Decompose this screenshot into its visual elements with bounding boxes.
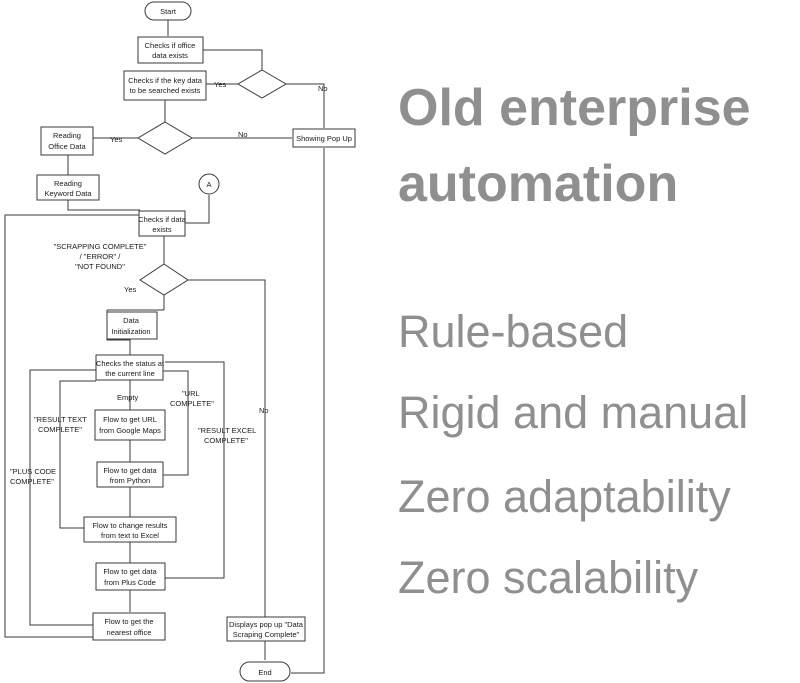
- data-init-line2: Initialization: [111, 327, 150, 336]
- reading-office-line1: Reading: [53, 131, 81, 140]
- bullet-rigid-manual: Rigid and manual: [398, 387, 749, 438]
- flow-url-box: [94, 409, 166, 441]
- reading-office-line2: Office Data: [48, 142, 86, 151]
- url-complete-line1: "URL: [182, 389, 200, 398]
- headline-line-2: automation: [398, 155, 679, 213]
- flow-python-line2: from Python: [110, 476, 150, 485]
- decision-data-exists: [139, 263, 189, 296]
- flow-office-line2: nearest office: [107, 628, 152, 637]
- flow-office-line1: Flow to get the: [104, 617, 153, 626]
- headline-line-1: Old enterprise: [398, 79, 751, 137]
- decision-key-data: [137, 121, 193, 155]
- check-key-line1: Checks if the key data: [128, 76, 203, 85]
- decision-office-data: [237, 69, 287, 99]
- flow-plus-line2: from Plus Code: [104, 578, 156, 587]
- check-office-line1: Checks if office: [145, 41, 196, 50]
- reading-keyword-line1: Reading: [54, 179, 82, 188]
- start-terminator: [144, 1, 192, 21]
- url-complete-line2: COMPLETE": [170, 399, 214, 408]
- check-data-box: [138, 210, 186, 237]
- connector-a: [198, 173, 220, 195]
- displays-popup-box: [226, 616, 306, 642]
- result-text-line1: "RESULT TEXT: [34, 415, 87, 424]
- reading-keyword-line2: Keyword Data: [44, 189, 92, 198]
- loop-label-line2: / "ERROR" /: [80, 252, 122, 261]
- result-excel-line2: COMPLETE": [204, 436, 248, 445]
- check-office-line2: data exists: [152, 51, 188, 60]
- check-data-line1: Checks if data: [138, 215, 186, 224]
- end-label: End: [258, 668, 271, 677]
- edge-label-yes-1: Yes: [214, 80, 226, 89]
- check-office-box: [137, 36, 204, 64]
- displays-popup-line2: Scraping Complete": [233, 630, 300, 639]
- flow-plus-box: [95, 562, 166, 591]
- reading-office-box: [40, 126, 94, 156]
- edge-label-empty: Empty: [117, 393, 139, 402]
- showing-popup-label: Showing Pop Up: [296, 134, 352, 143]
- check-status-line1: Checks the status at: [96, 359, 165, 368]
- data-init-line1: Data: [123, 316, 140, 325]
- flow-plus-line1: Flow to get data: [103, 567, 157, 576]
- bullet-zero-scalability: Zero scalability: [398, 552, 699, 603]
- showing-popup-box: [292, 128, 356, 148]
- flow-excel-line1: Flow to change results: [92, 521, 167, 530]
- flow-python-box: [96, 461, 164, 488]
- edge-label-yes-3: Yes: [124, 285, 136, 294]
- flow-office-box: [92, 612, 166, 641]
- check-key-box: [123, 70, 207, 101]
- flowchart: Start End A Checks if office data exists…: [4, 1, 356, 682]
- flow-url-line1: Flow to get URL: [103, 415, 157, 424]
- edge-label-yes-2: Yes: [110, 135, 122, 144]
- flow-excel-box: [83, 516, 177, 543]
- flow-python-line1: Flow to get data: [103, 466, 157, 475]
- end-terminator: [239, 661, 291, 682]
- connector-a-label: A: [206, 180, 211, 189]
- flow-lines: [4, 20, 325, 674]
- loop-label-line3: "NOT FOUND": [75, 262, 125, 271]
- flow-excel-line2: from text to Excel: [101, 531, 159, 540]
- bullet-rule-based: Rule-based: [398, 306, 629, 357]
- result-text-line2: COMPLETE": [38, 425, 82, 434]
- check-data-line2: exists: [152, 225, 171, 234]
- reading-keyword-box: [36, 174, 100, 201]
- result-excel-line1: "RESULT EXCEL: [198, 426, 256, 435]
- check-key-line2: to be searched exists: [130, 86, 201, 95]
- edge-label-no-1: No: [318, 84, 328, 93]
- plus-code-line1: "PLUS CODE: [10, 467, 56, 476]
- edge-label-no-2: No: [238, 130, 248, 139]
- plus-code-line2: COMPLETE": [10, 477, 54, 486]
- flow-url-line2: from Google Maps: [99, 426, 161, 435]
- displays-popup-line1: Displays pop up "Data: [229, 620, 304, 629]
- bullet-zero-adaptability: Zero adaptability: [398, 471, 731, 522]
- headline: Old enterprise automation: [398, 70, 751, 222]
- check-status-box: [95, 354, 164, 381]
- check-status-line2: the current line: [105, 369, 155, 378]
- data-init-box: [106, 311, 158, 340]
- edge-label-no-3: No: [259, 406, 269, 415]
- loop-label-line1: "SCRAPPING COMPLETE": [54, 242, 147, 251]
- start-label: Start: [160, 7, 177, 16]
